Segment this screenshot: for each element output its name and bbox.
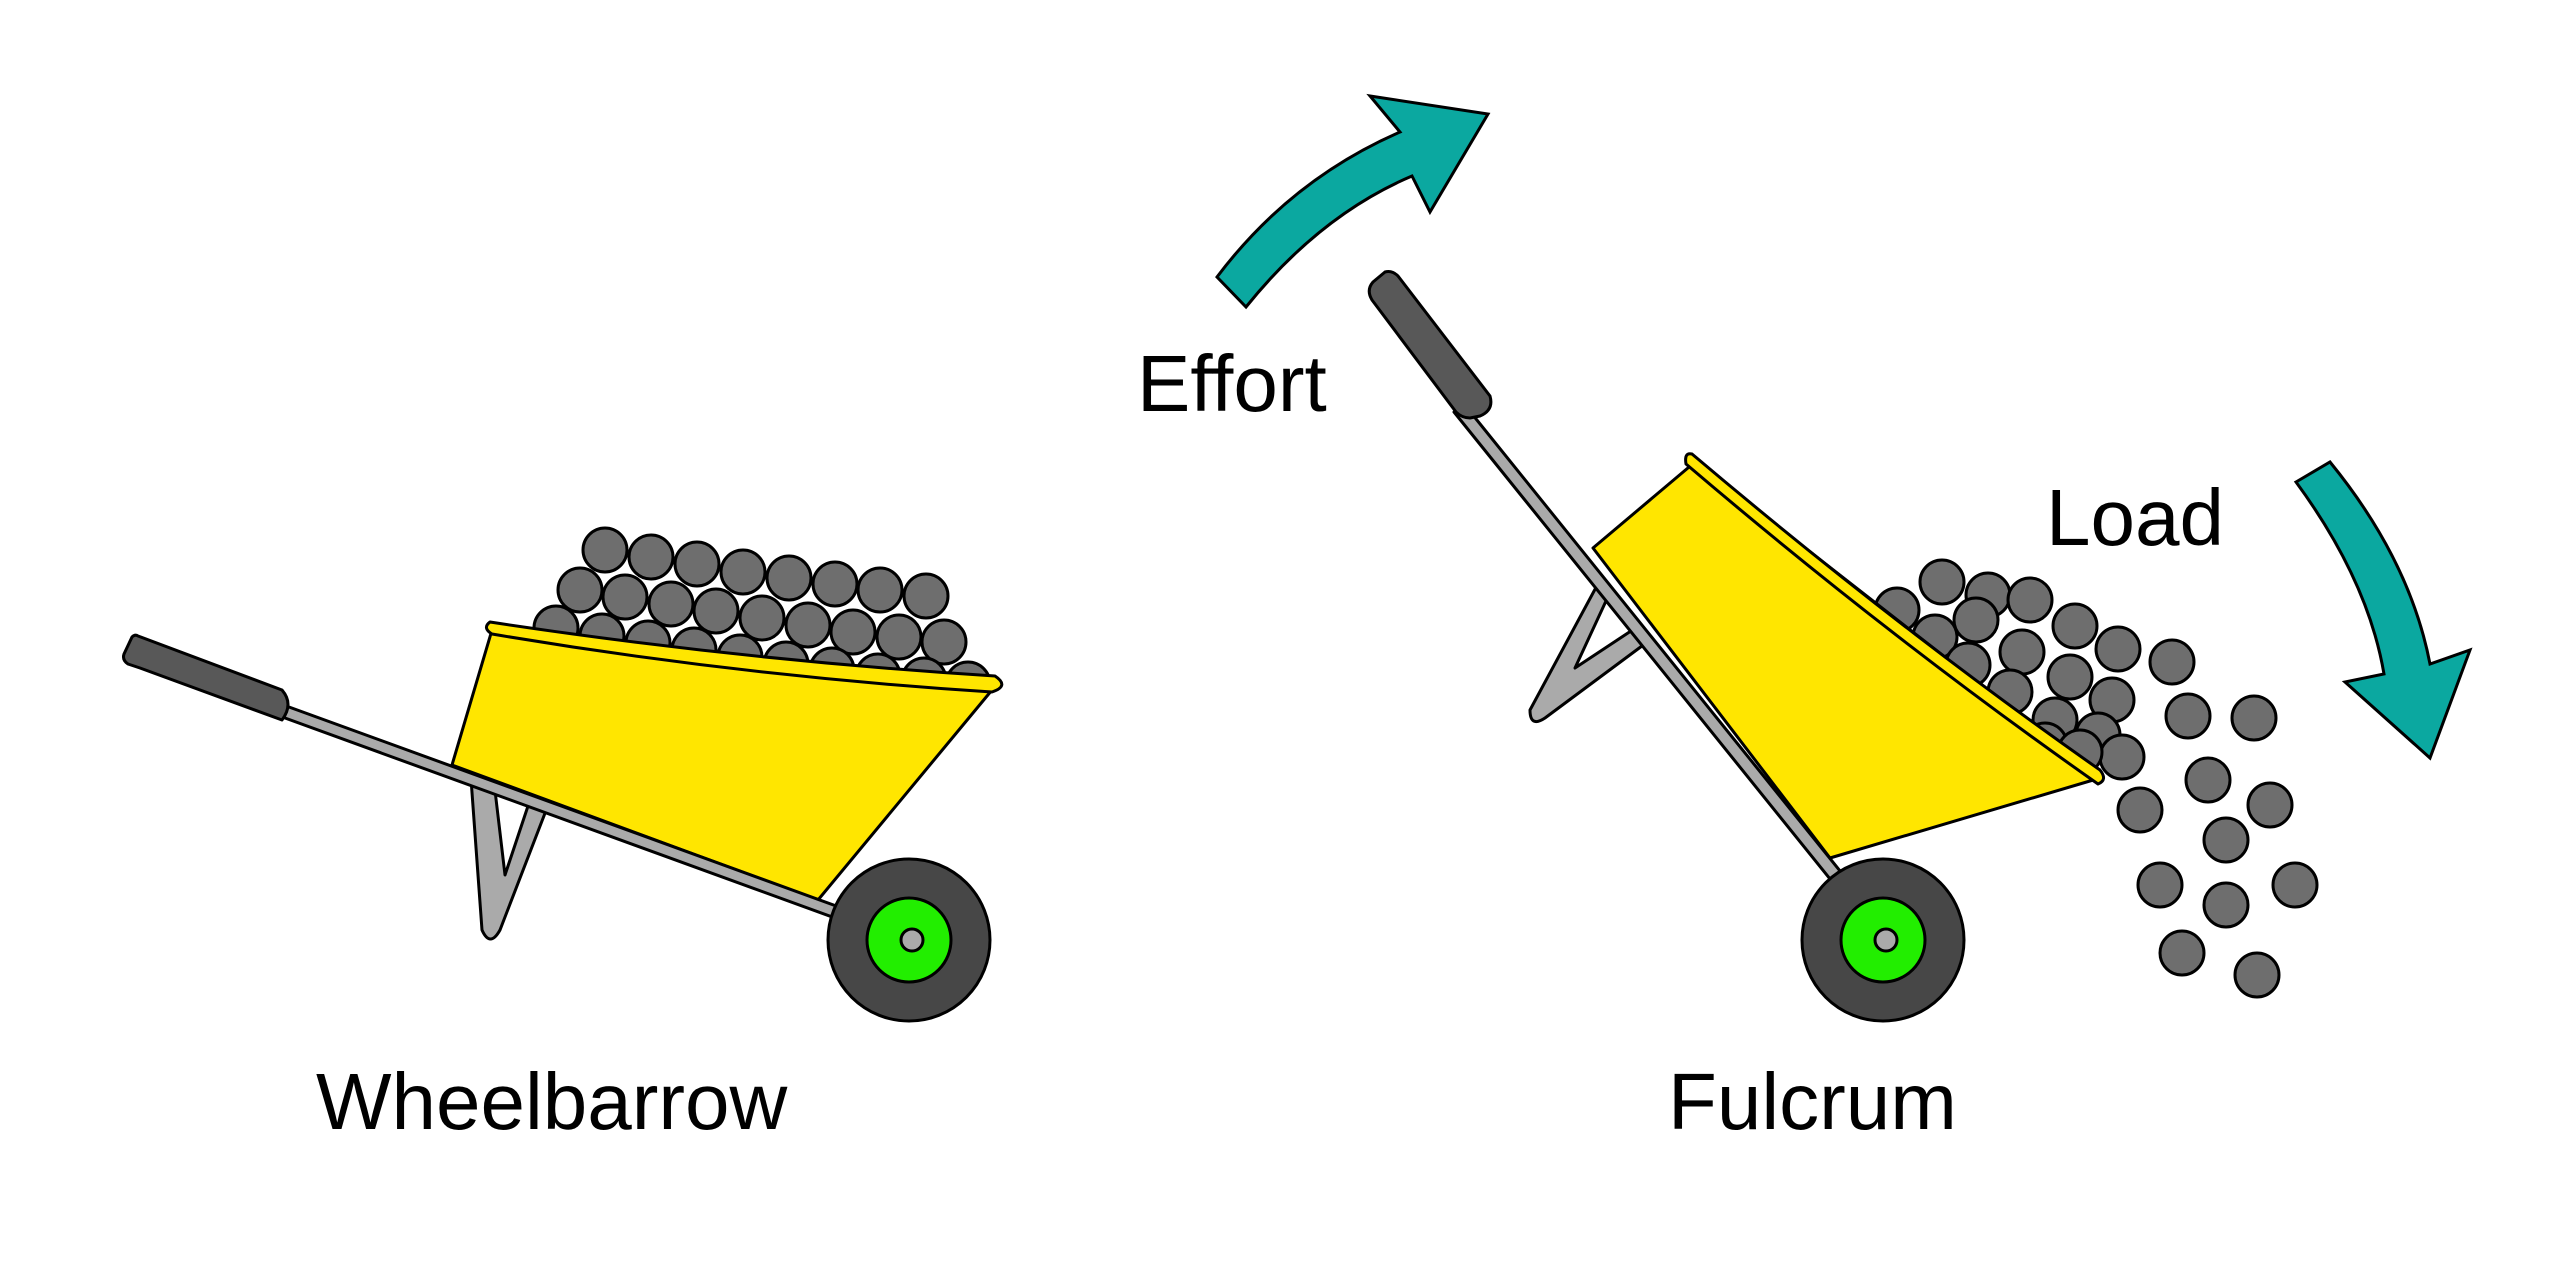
load-ball [784,601,832,649]
load-ball [581,526,629,574]
wheelbarrow-level [122,526,1004,1023]
load-ball [719,548,767,596]
wheel-axle [1873,927,1899,953]
load-ball [2116,786,2164,834]
load-ball [2202,816,2250,864]
load-ball [2233,951,2281,999]
wheelbarrow-leg [1528,578,1652,724]
load-ball [1998,628,2046,676]
load-ball [875,613,923,661]
load-ball [692,587,740,635]
wheel-axle [899,927,925,953]
handle-grip [122,633,290,722]
load-ball [738,594,786,642]
load-ball [765,554,813,602]
wheelbarrow-tipped [1367,270,2319,1023]
load-ball [1918,558,1966,606]
wheelbarrow-tray-rim [485,620,1004,694]
load-ball [2051,602,2099,650]
load-ball [2202,881,2250,929]
wheelbarrow-tray-rim [1684,452,2105,786]
wheelbarrow-label: Wheelbarrow [316,1057,788,1146]
load-ball [2094,625,2142,673]
load-ball [829,608,877,656]
load-ball [2164,692,2212,740]
load-ball [2098,733,2146,781]
load-ball [556,566,604,614]
load-ball [2046,653,2094,701]
load-ball [2246,781,2294,829]
load-ball [2271,861,2319,909]
load-balls-spilling [1873,558,2319,999]
load-ball [2230,694,2278,742]
load-ball [1952,596,2000,644]
load-ball [2136,861,2184,909]
load-ball [2158,929,2206,977]
curved-arrow-down-icon [2293,460,2473,761]
load-ball [2006,576,2054,624]
load-ball [627,533,675,581]
load-ball [856,566,904,614]
load-ball [647,580,695,628]
load-ball [920,618,968,666]
load-ball [601,573,649,621]
fulcrum-label: Fulcrum [1668,1057,1957,1146]
load-ball [902,572,950,620]
load-ball [2184,756,2232,804]
load-label: Load [2046,473,2224,562]
curved-arrow-up-right-icon [1215,93,1491,310]
handle-grip [1367,270,1493,420]
load-ball [811,560,859,608]
load-ball [673,540,721,588]
effort-label: Effort [1137,339,1327,428]
load-ball [2148,638,2196,686]
